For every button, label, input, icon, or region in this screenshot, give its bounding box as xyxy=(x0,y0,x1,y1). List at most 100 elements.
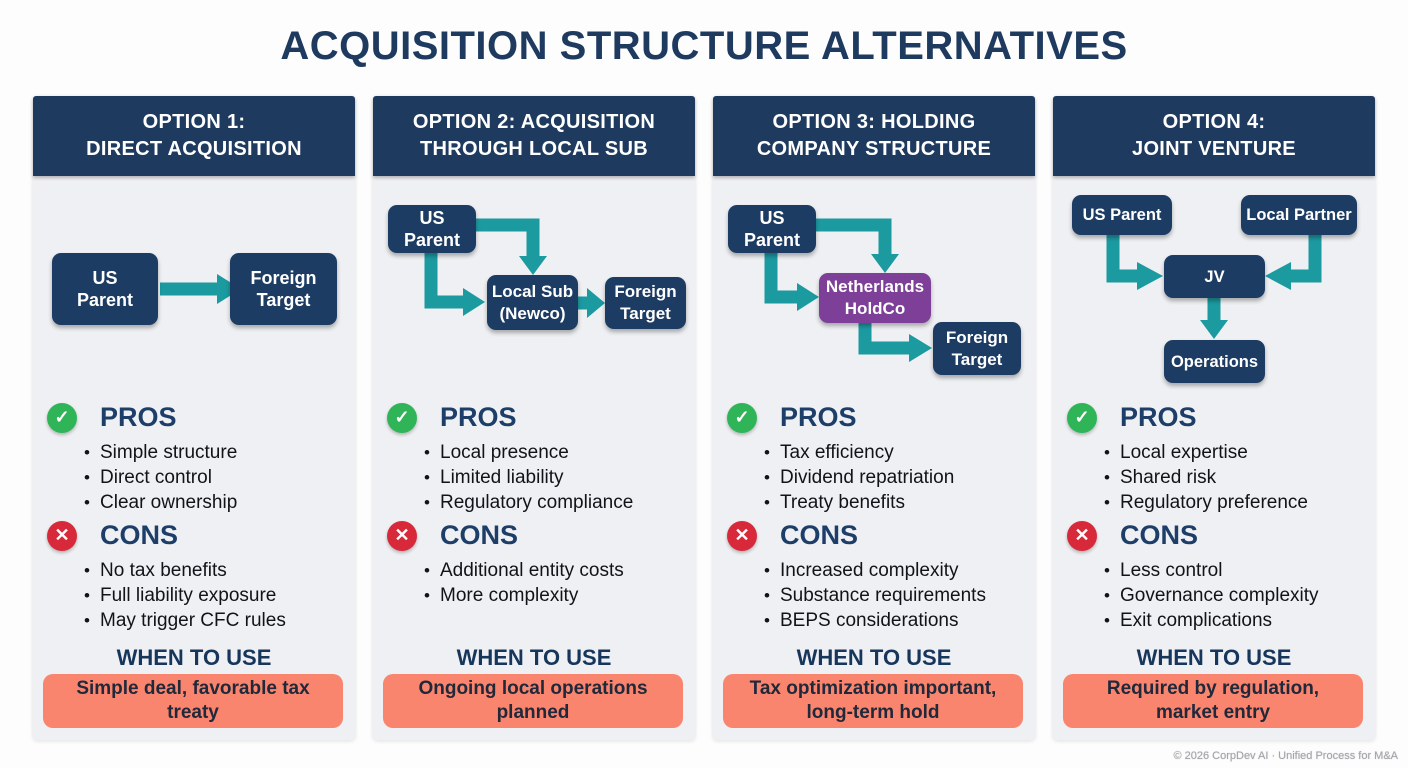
option-4-column: OPTION 4: JOINT VENTURE US Parent Local … xyxy=(1053,96,1375,740)
pros-item: Dividend repatriation xyxy=(764,465,1035,490)
cons-section: ✕ CONS Less control Governance complexit… xyxy=(1053,520,1375,633)
cons-item: BEPS considerations xyxy=(764,608,1035,633)
flow-arrow-head xyxy=(909,334,932,362)
pros-item: Tax efficiency xyxy=(764,440,1035,465)
option-3-column: OPTION 3: HOLDING COMPANY STRUCTURE US P… xyxy=(713,96,1035,740)
cons-item: No tax benefits xyxy=(84,558,355,583)
flow-arrow xyxy=(1291,235,1322,283)
flow-arrow xyxy=(475,218,540,256)
check-icon: ✓ xyxy=(1067,402,1097,433)
header-line: THROUGH LOCAL SUB xyxy=(419,138,649,160)
when-to-use-box: Tax optimization important, long-term ho… xyxy=(723,674,1023,728)
check-icon: ✓ xyxy=(387,402,417,433)
x-icon: ✕ xyxy=(1067,520,1097,551)
option-1-diagram: US Parent Foreign Target xyxy=(33,180,355,395)
node-local-sub: Local Sub (Newco) xyxy=(487,275,578,330)
pros-heading: PROS xyxy=(440,402,517,432)
cons-item: More complexity xyxy=(424,583,695,608)
flow-arrow xyxy=(1106,235,1137,283)
pros-section: ✓ PROS Local presence Limited liability … xyxy=(373,402,695,515)
pros-heading: PROS xyxy=(100,402,177,432)
when-to-use-heading: WHEN TO USE xyxy=(116,645,272,670)
flow-arrows xyxy=(424,218,605,318)
cons-item: Additional entity costs xyxy=(424,558,695,583)
page-title: ACQUISITION STRUCTURE ALTERNATIVES xyxy=(280,24,1128,68)
cons-item: Full liability exposure xyxy=(84,583,355,608)
pros-section: ✓ PROS Local expertise Shared risk Regul… xyxy=(1053,402,1375,515)
option-1-header: OPTION 1: DIRECT ACQUISITION xyxy=(33,96,355,176)
option-4-header: OPTION 4: JOINT VENTURE xyxy=(1053,96,1375,176)
pros-list: Simple structure Direct control Clear ow… xyxy=(33,440,355,515)
x-icon: ✕ xyxy=(387,520,417,551)
cons-section: ✕ CONS Additional entity costs More comp… xyxy=(373,520,695,608)
flow-arrow-head xyxy=(587,288,605,318)
cons-item: Governance complexity xyxy=(1104,583,1375,608)
pros-item: Simple structure xyxy=(84,440,355,465)
check-icon: ✓ xyxy=(727,402,757,433)
header-line: OPTION 3: HOLDING xyxy=(772,111,976,133)
pros-list: Local expertise Shared risk Regulatory p… xyxy=(1053,440,1375,515)
option-2-column: OPTION 2: ACQUISITION THROUGH LOCAL SUB … xyxy=(373,96,695,740)
flow-arrows xyxy=(1106,235,1322,339)
header-line: DIRECT ACQUISITION xyxy=(86,138,302,160)
flow-arrow xyxy=(424,253,463,309)
when-to-use-heading: WHEN TO USE xyxy=(796,645,952,670)
cons-section: ✕ CONS No tax benefits Full liability ex… xyxy=(33,520,355,633)
flow-arrow-head xyxy=(797,283,819,311)
flow-arrow-head xyxy=(463,288,485,316)
flow-arrow xyxy=(858,322,909,355)
check-icon: ✓ xyxy=(47,402,77,433)
flow-arrow-head xyxy=(217,274,241,304)
node-us-parent: US Parent xyxy=(728,205,816,253)
node-us-parent: US Parent xyxy=(388,205,476,253)
header-line: OPTION 1: xyxy=(142,111,246,133)
footer-copyright: © 2026 CorpDev AI · Unified Process for … xyxy=(1173,750,1398,762)
pros-list: Tax efficiency Dividend repatriation Tre… xyxy=(713,440,1035,515)
option-2-diagram: US Parent Local Sub (Newco) Foreign Targ… xyxy=(373,180,695,395)
cons-list: No tax benefits Full liability exposure … xyxy=(33,558,355,633)
pros-item: Direct control xyxy=(84,465,355,490)
when-to-use-box: Ongoing local operations planned xyxy=(383,674,683,728)
when-to-use-heading: WHEN TO USE xyxy=(456,645,612,670)
flow-arrow xyxy=(764,253,797,304)
cons-item: Less control xyxy=(1104,558,1375,583)
option-4-diagram: US Parent Local Partner JV Operations xyxy=(1053,180,1375,395)
option-3-header: OPTION 3: HOLDING COMPANY STRUCTURE xyxy=(713,96,1035,176)
node-foreign-target: Foreign Target xyxy=(605,277,686,329)
pros-heading: PROS xyxy=(780,402,857,432)
pros-item: Regulatory preference xyxy=(1104,490,1375,515)
header-line: COMPANY STRUCTURE xyxy=(756,138,992,160)
node-us-parent: US Parent xyxy=(1072,195,1172,235)
node-netherlands-holdco: Netherlands HoldCo xyxy=(819,273,931,323)
pros-item: Local presence xyxy=(424,440,695,465)
cons-heading: CONS xyxy=(100,520,179,550)
x-icon: ✕ xyxy=(47,520,77,551)
x-icon: ✕ xyxy=(727,520,757,551)
header-line: OPTION 2: ACQUISITION xyxy=(412,111,656,133)
flow-arrow xyxy=(815,218,892,254)
when-to-use-box: Required by regulation, market entry xyxy=(1063,674,1363,728)
cons-item: Increased complexity xyxy=(764,558,1035,583)
option-1-column: OPTION 1: DIRECT ACQUISITION US Parent F… xyxy=(33,96,355,740)
flow-arrow-head xyxy=(1137,262,1163,290)
pros-item: Limited liability xyxy=(424,465,695,490)
when-to-use-box: Simple deal, favorable tax treaty xyxy=(43,674,343,728)
cons-item: Exit complications xyxy=(1104,608,1375,633)
node-foreign-target: Foreign Target xyxy=(230,253,337,325)
pros-item: Local expertise xyxy=(1104,440,1375,465)
flow-arrow-head xyxy=(1200,320,1228,339)
pros-heading: PROS xyxy=(1120,402,1197,432)
flow-arrow-head xyxy=(1265,262,1291,290)
cons-list: Increased complexity Substance requireme… xyxy=(713,558,1035,633)
cons-item: May trigger CFC rules xyxy=(84,608,355,633)
pros-item: Shared risk xyxy=(1104,465,1375,490)
node-local-partner: Local Partner xyxy=(1241,195,1357,235)
pros-section: ✓ PROS Simple structure Direct control C… xyxy=(33,402,355,515)
option-3-diagram: US Parent Netherlands HoldCo Foreign Tar… xyxy=(713,180,1035,395)
node-us-parent: US Parent xyxy=(52,253,158,325)
option-2-header: OPTION 2: ACQUISITION THROUGH LOCAL SUB xyxy=(373,96,695,176)
pros-item: Treaty benefits xyxy=(764,490,1035,515)
node-jv: JV xyxy=(1164,255,1265,298)
node-foreign-target: Foreign Target xyxy=(933,322,1021,375)
node-operations: Operations xyxy=(1164,340,1265,383)
